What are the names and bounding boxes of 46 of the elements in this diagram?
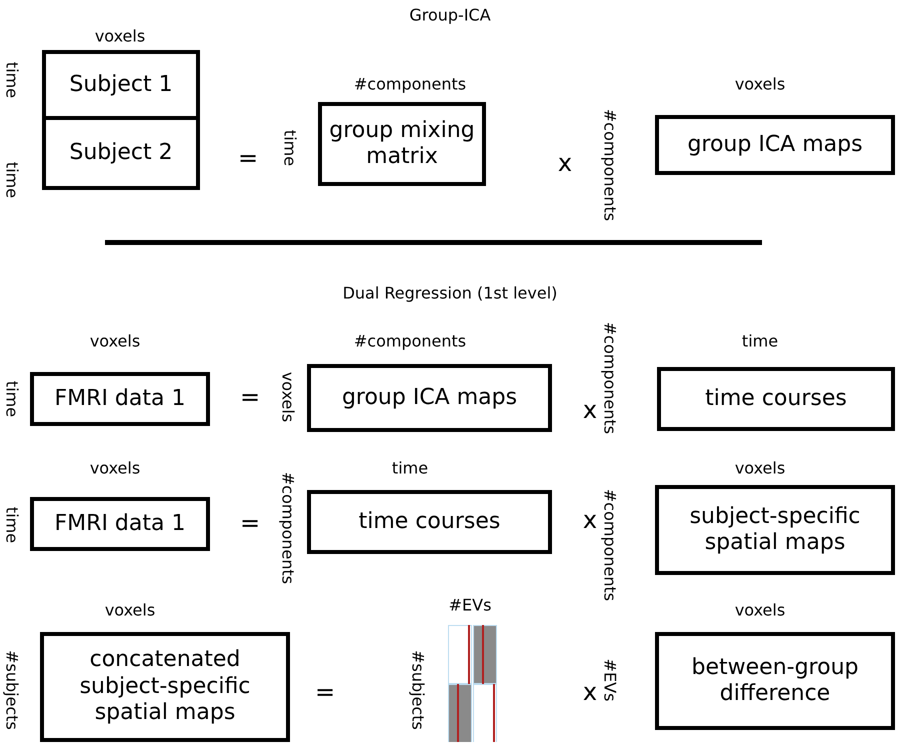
- axis-label: time: [2, 62, 22, 98]
- axis-label: voxels: [104, 600, 156, 620]
- axis-label: time: [2, 162, 22, 198]
- axis-label: #components: [600, 488, 620, 602]
- axis-label: voxels: [278, 372, 298, 422]
- axis-label: voxels: [734, 600, 786, 620]
- axis-label: #subjects: [2, 650, 22, 730]
- matrix-box: time courses: [657, 367, 895, 431]
- operator-sign: x: [582, 396, 598, 424]
- matrix-box: between-group difference: [655, 632, 895, 730]
- operator-sign: x: [582, 506, 598, 534]
- axis-label: voxels: [90, 458, 140, 478]
- axis-label: time: [280, 130, 300, 166]
- matrix-box: group ICA maps: [655, 115, 895, 175]
- matrix-box: group ICA maps: [307, 364, 552, 432]
- axis-label: time: [742, 332, 778, 350]
- axis-label: #subjects: [408, 650, 428, 730]
- matrix-box: subject-specific spatial maps: [655, 485, 895, 575]
- axis-label: #components: [354, 332, 466, 350]
- matrix-box: concatenated subject-specific spatial maps: [40, 632, 290, 742]
- axis-label: #EVs: [448, 596, 492, 614]
- operator-sign: =: [240, 383, 260, 411]
- axis-label: voxels: [94, 26, 146, 46]
- axis-label: time: [2, 506, 22, 544]
- axis-label: voxels: [734, 74, 786, 94]
- axis-label: time: [392, 458, 428, 478]
- axis-label: #components: [600, 322, 620, 434]
- matrix-box: group mixing matrix: [318, 102, 486, 186]
- axis-label: voxels: [90, 332, 140, 350]
- section-heading: Dual Regression (1st level): [342, 284, 558, 302]
- axis-label: #components: [354, 74, 466, 94]
- axis-label: #components: [278, 472, 298, 584]
- matrix-box: FMRI data 1: [30, 497, 210, 551]
- section-heading: Group-ICA: [409, 6, 491, 24]
- axis-label: #components: [600, 108, 620, 222]
- operator-sign: =: [314, 678, 336, 706]
- operator-sign: x: [582, 678, 598, 706]
- operator-sign: =: [238, 144, 258, 172]
- axis-label: voxels: [734, 458, 786, 478]
- axis-label: time: [2, 380, 22, 418]
- operator-sign: =: [240, 509, 260, 537]
- operator-sign: x: [558, 149, 572, 177]
- matrix-box: time courses: [307, 490, 552, 554]
- design-matrix-drawing: [448, 625, 498, 742]
- matrix-box: FMRI data 1: [30, 372, 210, 426]
- axis-label: #EVs: [600, 658, 620, 702]
